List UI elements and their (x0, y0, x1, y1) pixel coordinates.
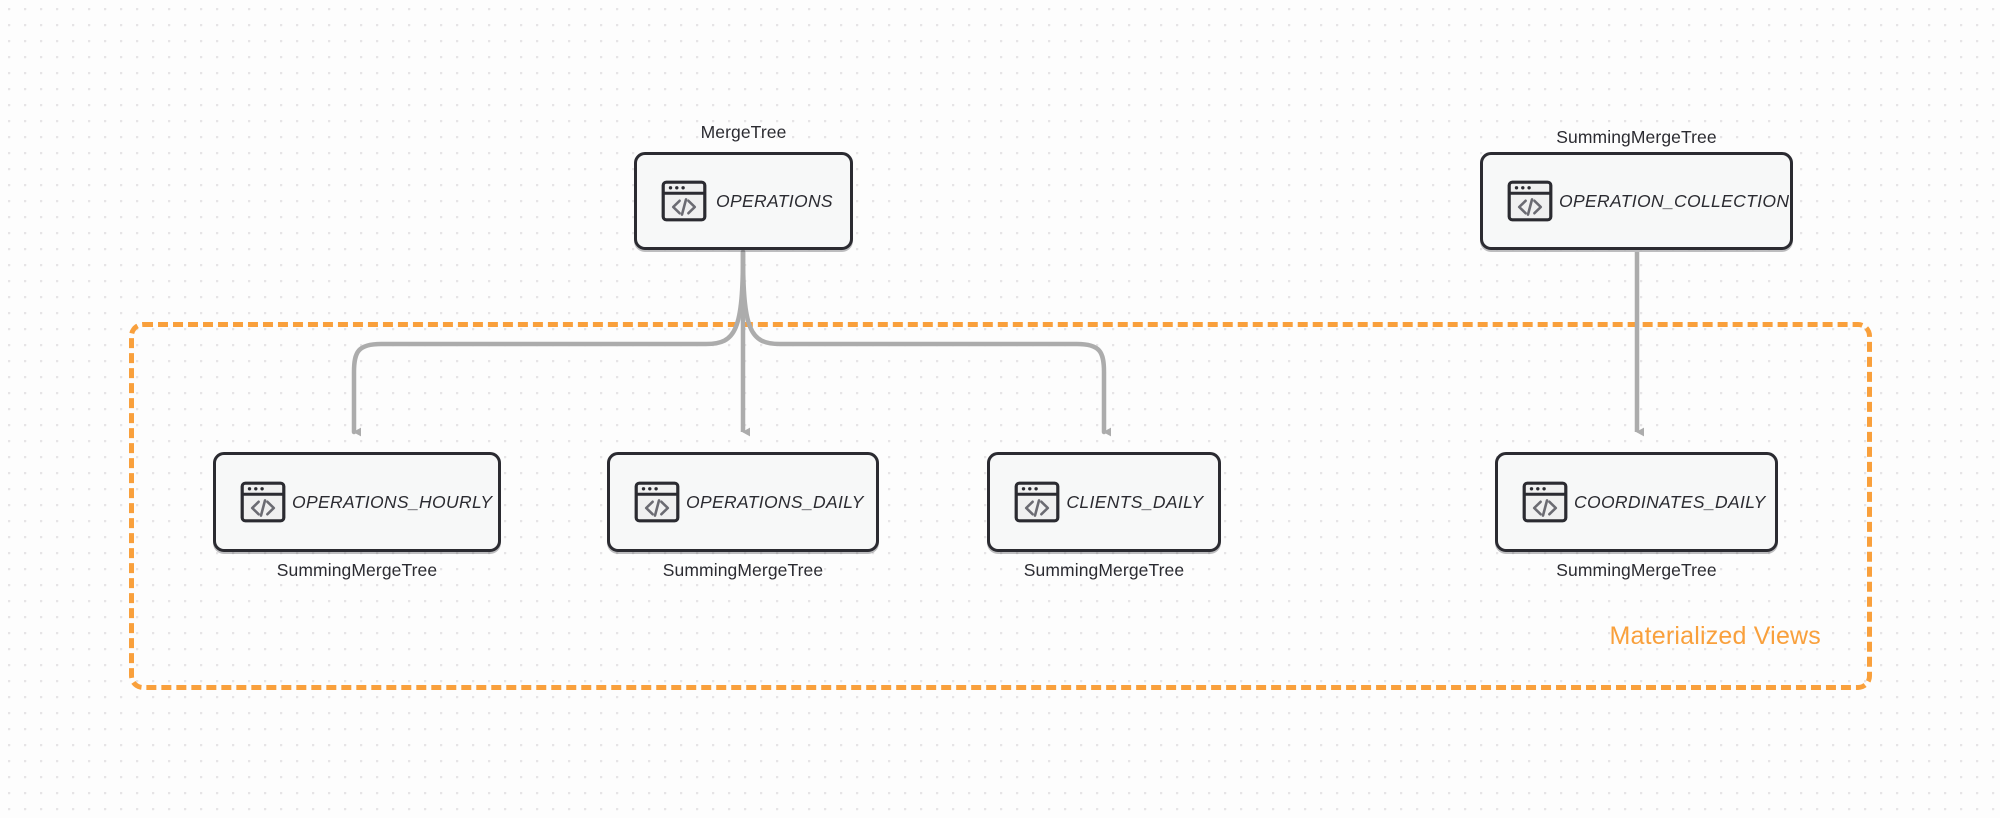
node-label-coordinates-daily: COORDINATES_DAILY (1574, 491, 1766, 512)
engine-caption-operations: MergeTree (700, 122, 787, 142)
node-coordinates-daily[interactable]: COORDINATES_DAILY (1495, 452, 1778, 552)
engine-caption-operations-hourly: SummingMergeTree (276, 560, 438, 580)
code-window-icon (661, 178, 707, 224)
code-window-icon (1507, 178, 1553, 224)
node-operations[interactable]: OPERATIONS (634, 152, 853, 250)
node-label-clients-daily: CLIENTS_DAILY (1066, 491, 1204, 512)
node-label-operation-collection: OPERATION_COLLECTION (1559, 190, 1790, 211)
engine-caption-operation-collection: SummingMergeTree (1556, 127, 1717, 147)
code-window-icon (634, 479, 680, 525)
node-label-operations-daily: OPERATIONS_DAILY (686, 491, 864, 512)
code-window-icon (1522, 479, 1568, 525)
engine-caption-clients-daily: SummingMergeTree (1023, 560, 1185, 580)
engine-caption-operations-daily: SummingMergeTree (662, 560, 824, 580)
node-operations-daily[interactable]: OPERATIONS_DAILY (607, 452, 879, 552)
code-window-icon (1014, 479, 1060, 525)
node-operations-hourly[interactable]: OPERATIONS_HOURLY (213, 452, 501, 552)
node-clients-daily[interactable]: CLIENTS_DAILY (987, 452, 1221, 552)
node-label-operations: OPERATIONS (716, 190, 833, 211)
node-operation-collection[interactable]: OPERATION_COLLECTION (1480, 152, 1793, 250)
code-window-icon (240, 479, 286, 525)
node-label-operations-hourly: OPERATIONS_HOURLY (292, 491, 493, 512)
materialized-views-group-label: Materialized Views (1609, 622, 1821, 650)
engine-caption-coordinates-daily: SummingMergeTree (1556, 560, 1717, 580)
